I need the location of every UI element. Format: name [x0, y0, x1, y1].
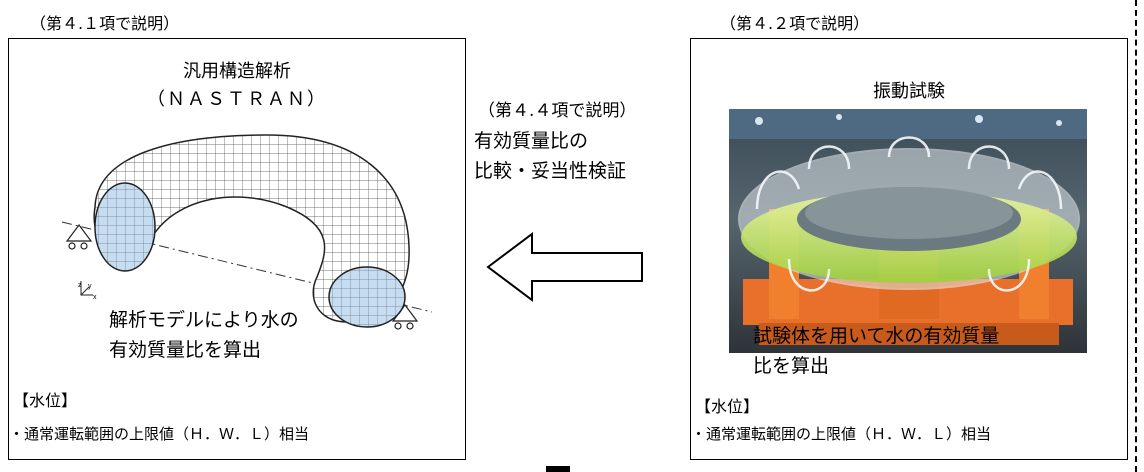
- test-description-line2: 比を算出: [753, 355, 830, 377]
- fem-analysis-box: 汎用構造解析 （ＮＡＳＴＲＡＮ） z y: [8, 38, 466, 460]
- vibration-test-title: 振動試験: [873, 81, 945, 102]
- test-description-line1: 試験体を用いて水の有効質量: [753, 325, 1000, 347]
- hollow-left-arrow-icon: [486, 232, 643, 302]
- comparison-line2: 比較・妥当性検証: [474, 160, 627, 182]
- left-water-level-item: ・通常運転範囲の上限値（Ｈ．Ｗ．Ｌ）相当: [9, 425, 310, 443]
- axis-triad-icon: z y x: [78, 281, 97, 301]
- right-water-level-item: ・通常運転範囲の上限値（Ｈ．Ｗ．Ｌ）相当: [691, 425, 992, 443]
- fem-title: 汎用構造解析: [183, 61, 291, 82]
- svg-text:x: x: [93, 294, 97, 301]
- fem-subtitle: （ＮＡＳＴＲＡＮ）: [147, 89, 327, 110]
- right-water-level-heading: 【水位】: [695, 397, 760, 416]
- fem-description-line1: 解析モデルにより水の: [109, 309, 299, 331]
- comparison-line1: 有効質量比の: [474, 130, 589, 152]
- left-water-level-heading: 【水位】: [13, 391, 78, 410]
- test-specimen-photo: [729, 109, 1087, 353]
- connector-marker: [546, 466, 570, 472]
- right-section-ref: （第４.２項で説明）: [720, 14, 870, 33]
- vibration-test-box: 振動試験: [690, 38, 1128, 460]
- torus-mesh-figure: [61, 134, 433, 330]
- svg-text:z: z: [78, 282, 82, 289]
- svg-text:y: y: [88, 283, 92, 290]
- middle-section-ref: （第４.４項で説明）: [478, 101, 637, 121]
- page-boundary-dashed-line: [1135, 0, 1137, 472]
- left-section-ref: （第４.１項で説明）: [30, 14, 180, 33]
- fem-description-line2: 有効質量比を算出: [109, 339, 262, 361]
